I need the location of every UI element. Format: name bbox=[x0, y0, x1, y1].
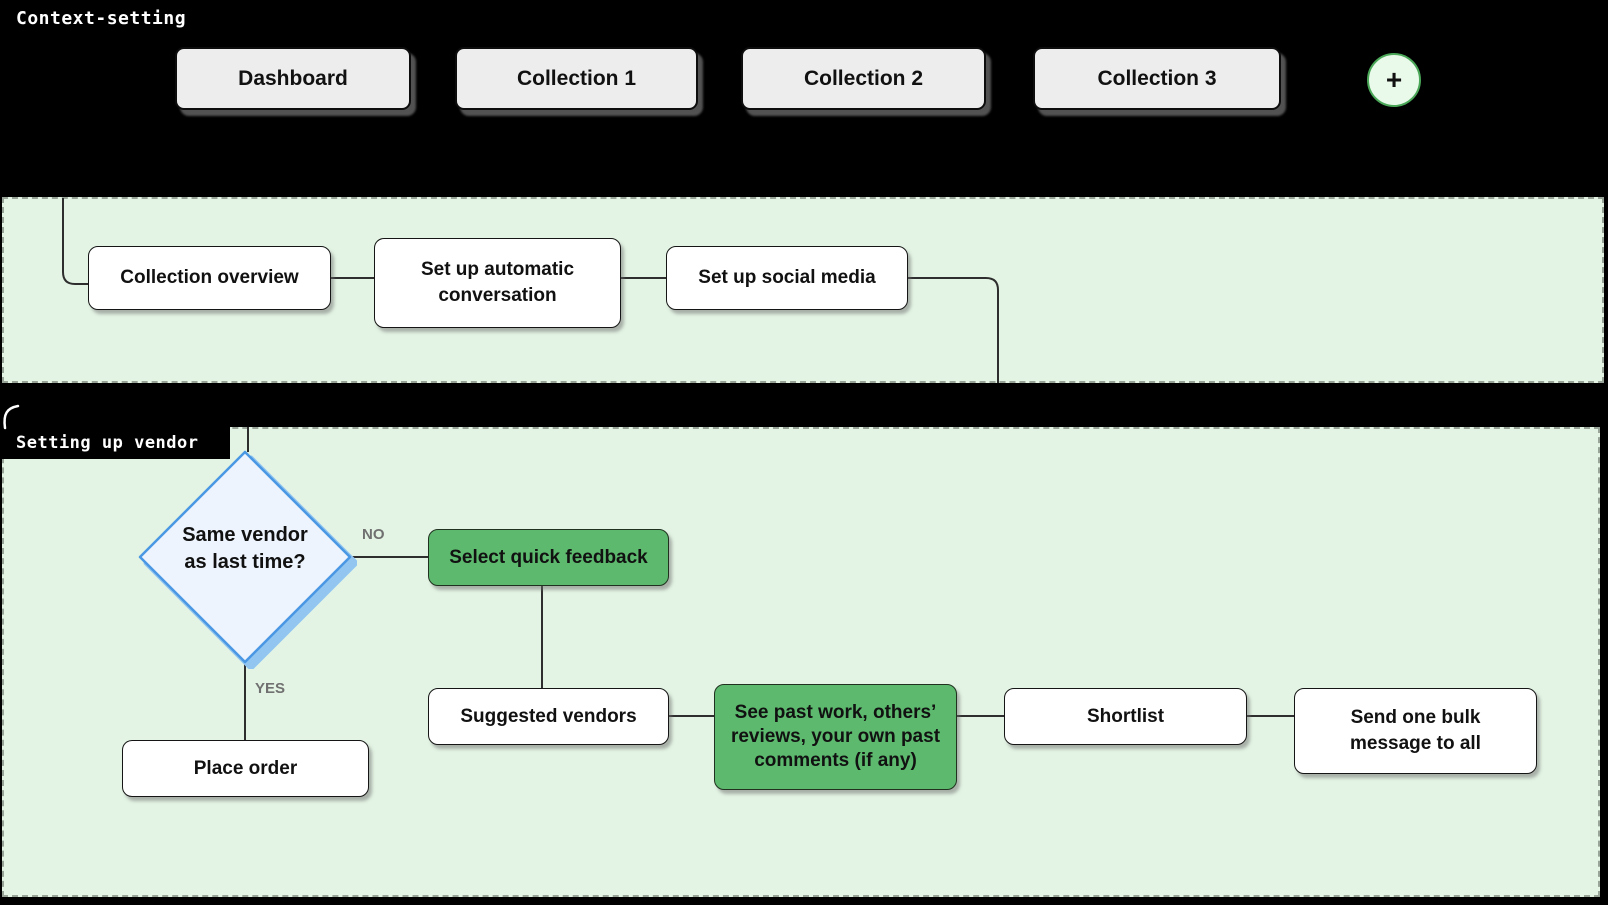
plus-icon: + bbox=[1385, 64, 1403, 95]
node-select-quick-feedback[interactable]: Select quick feedback bbox=[428, 529, 669, 586]
decision-diamond[interactable] bbox=[133, 445, 357, 669]
node-see-past-work[interactable]: See past work, others’ reviews, your own… bbox=[714, 684, 957, 790]
section-title-vendor: Setting up vendor bbox=[16, 433, 199, 453]
section-title-vendor-tab[interactable]: Setting up vendor bbox=[0, 427, 230, 459]
tab-collection-2-label: Collection 2 bbox=[803, 66, 924, 90]
tab-collection-2[interactable]: Collection 2 bbox=[741, 47, 986, 110]
section-title-context[interactable]: Context-setting bbox=[16, 8, 187, 29]
node-social-media[interactable]: Set up social media bbox=[666, 246, 908, 310]
node-place-order[interactable]: Place order bbox=[122, 740, 369, 797]
node-auto-conversation[interactable]: Set up automatic conversation bbox=[374, 238, 621, 328]
tab-collection-1-label: Collection 1 bbox=[516, 66, 637, 90]
node-see-past-work-label: See past work, others’ reviews, your own… bbox=[730, 702, 941, 771]
branch-label-no: NO bbox=[362, 526, 385, 543]
decision-line-1: Same vendor bbox=[182, 524, 308, 546]
node-auto-conversation-label: Set up automatic conversation bbox=[420, 259, 575, 306]
node-place-order-label: Place order bbox=[193, 757, 298, 779]
decision-line-2: as last time? bbox=[184, 551, 306, 573]
add-collection-button[interactable]: + bbox=[1367, 53, 1421, 107]
tab-dashboard[interactable]: Dashboard bbox=[175, 47, 411, 110]
node-suggested-vendors-label: Suggested vendors bbox=[460, 705, 637, 727]
node-shortlist[interactable]: Shortlist bbox=[1004, 688, 1247, 745]
decision-diamond-label[interactable]: Same vendor as last time? bbox=[140, 522, 350, 576]
tab-dashboard-label: Dashboard bbox=[238, 66, 348, 90]
node-social-media-label: Set up social media bbox=[698, 267, 876, 288]
tab-collection-3[interactable]: Collection 3 bbox=[1033, 47, 1281, 110]
section-divider-bar bbox=[0, 383, 1608, 427]
node-collection-overview-label: Collection overview bbox=[120, 267, 299, 288]
node-suggested-vendors[interactable]: Suggested vendors bbox=[428, 688, 669, 745]
node-collection-overview[interactable]: Collection overview bbox=[88, 246, 331, 310]
node-select-quick-feedback-label: Select quick feedback bbox=[449, 546, 648, 568]
node-shortlist-label: Shortlist bbox=[1086, 705, 1165, 727]
tab-collection-1[interactable]: Collection 1 bbox=[455, 47, 698, 110]
tab-collection-3-label: Collection 3 bbox=[1097, 66, 1217, 90]
node-bulk-message-label: Send one bulk message to all bbox=[1350, 707, 1481, 754]
connector-curl-icon bbox=[3, 404, 20, 430]
node-bulk-message[interactable]: Send one bulk message to all bbox=[1294, 688, 1537, 774]
branch-label-yes: YES bbox=[255, 680, 286, 697]
